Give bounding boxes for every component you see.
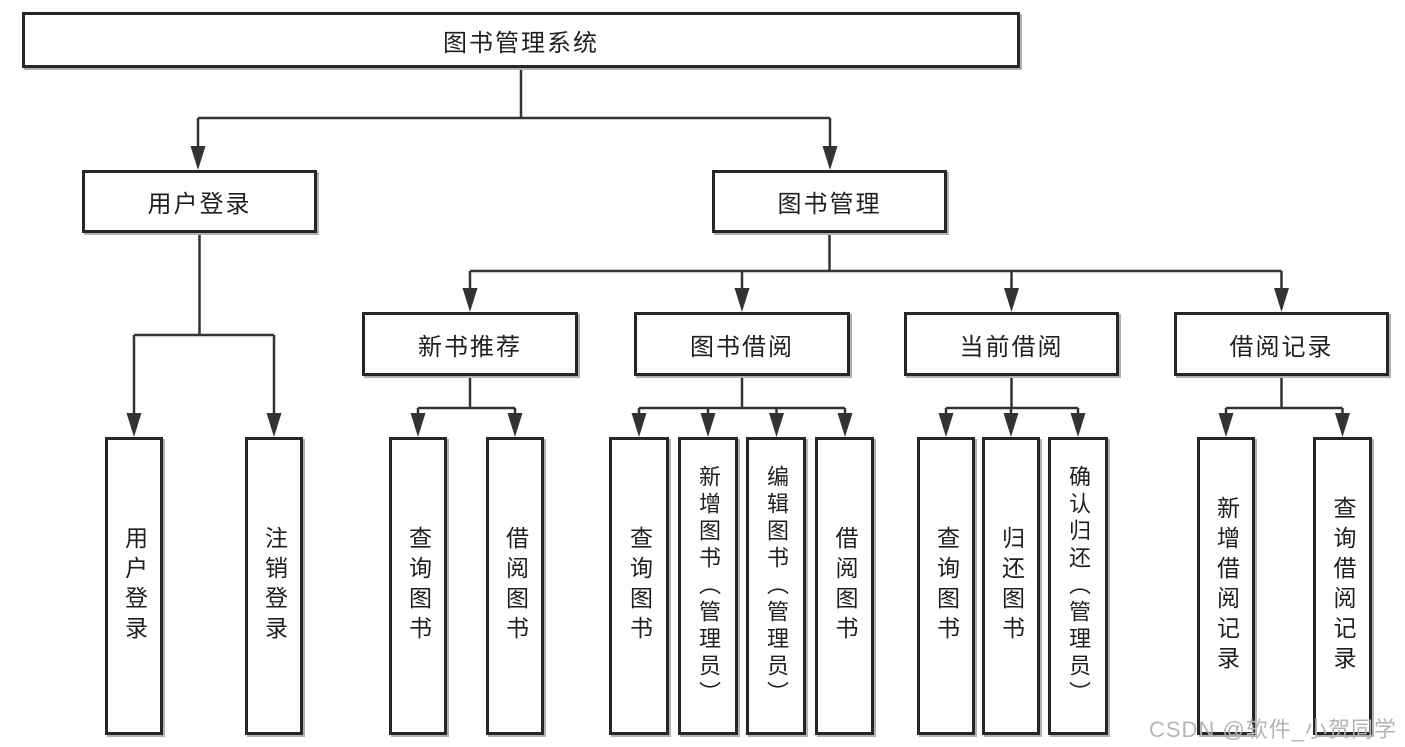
node-label: 图书管理系统: [443, 29, 599, 57]
node-label: 当前借阅: [959, 333, 1064, 361]
leaf-label: 编辑图书（管理员）: [764, 464, 789, 708]
leaf-logout: 注销登录: [245, 437, 303, 735]
leaf-label: 新增图书（管理员）: [696, 464, 721, 708]
leaf-edit-book-admin: 编辑图书（管理员）: [746, 437, 806, 735]
node-book-borrow: 图书借阅: [634, 312, 850, 376]
node-new-book-recommend: 新书推荐: [362, 312, 578, 376]
node-label: 用户登录: [147, 191, 252, 218]
leaf-label: 用户登录: [121, 526, 148, 646]
leaf-label: 查询图书: [933, 526, 960, 646]
node-label: 借阅记录: [1229, 333, 1334, 361]
leaf-label: 新增借阅记录: [1213, 496, 1240, 676]
leaf-borrow-books-recommend: 借阅图书: [486, 437, 544, 735]
leaf-confirm-return-admin: 确认归还（管理员）: [1048, 437, 1108, 735]
leaf-label: 查询借阅记录: [1330, 496, 1356, 676]
leaf-label: 查询图书: [626, 526, 653, 646]
leaf-label: 确认归还（管理员）: [1066, 464, 1091, 708]
node-label: 图书借阅: [690, 333, 794, 361]
leaf-label: 借阅图书: [832, 526, 858, 646]
leaf-label: 查询图书: [405, 526, 432, 646]
leaf-add-borrow-record: 新增借阅记录: [1197, 437, 1255, 735]
leaf-query-borrow-record: 查询借阅记录: [1313, 437, 1372, 735]
leaf-borrow-books: 借阅图书: [815, 437, 874, 735]
leaf-label: 注销登录: [261, 526, 288, 646]
leaf-label: 归还图书: [998, 526, 1025, 646]
leaf-label: 借阅图书: [502, 526, 529, 646]
leaf-query-books-current: 查询图书: [917, 437, 975, 735]
leaf-user-login: 用户登录: [105, 437, 163, 735]
watermark: CSDN @软件_小贺同学: [1148, 717, 1397, 742]
node-library-management-system: 图书管理系统: [22, 12, 1020, 68]
node-borrow-records: 借阅记录: [1174, 312, 1389, 376]
leaf-query-books-borrow: 查询图书: [609, 437, 669, 735]
node-book-management: 图书管理: [712, 170, 947, 233]
node-user-login: 用户登录: [82, 170, 317, 233]
arrowhead-icons: [126, 146, 1350, 437]
node-label: 新书推荐: [418, 333, 522, 361]
leaf-return-book: 归还图书: [982, 437, 1040, 735]
node-label: 图书管理: [777, 191, 882, 218]
node-current-borrow: 当前借阅: [904, 312, 1119, 376]
leaf-add-book-admin: 新增图书（管理员）: [678, 437, 738, 735]
leaf-query-books-recommend: 查询图书: [389, 437, 447, 735]
